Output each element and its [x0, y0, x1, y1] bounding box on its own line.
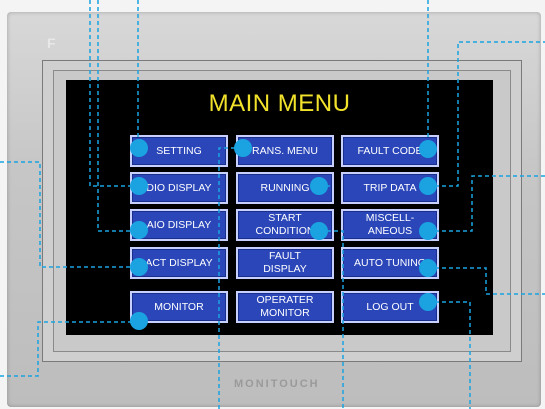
brand-logo: MONITOUCH	[234, 378, 320, 390]
fault-code-button[interactable]: FAULT CODE	[341, 135, 439, 167]
callout-marker-trip-data	[419, 177, 437, 195]
callout-marker-running	[310, 177, 328, 195]
callout-marker-act-display	[130, 258, 148, 276]
callout-marker-monitor	[130, 312, 148, 330]
setting-button[interactable]: SETTING	[130, 135, 228, 167]
callout-marker-dio-display	[130, 177, 148, 195]
callout-marker-setting	[130, 139, 148, 157]
callout-marker-fault-code	[419, 140, 437, 158]
callout-marker-log-out	[419, 293, 437, 311]
page-title: MAIN MENU	[208, 90, 351, 117]
callout-marker-start-condition	[310, 222, 328, 240]
callout-marker-auto-tuning	[419, 259, 437, 277]
callout-marker-miscellaneous	[419, 222, 437, 240]
fault-display-button[interactable]: FAULT DISPLAY	[236, 247, 334, 279]
trans-menu-button[interactable]: RANS. MENU	[236, 135, 334, 167]
corner-mark: F	[47, 35, 56, 51]
callout-marker-trans-menu	[234, 139, 252, 157]
operater-monitor-button[interactable]: OPERATER MONITOR	[236, 291, 334, 323]
callout-marker-aio-display	[130, 221, 148, 239]
callout-markers	[130, 139, 437, 330]
